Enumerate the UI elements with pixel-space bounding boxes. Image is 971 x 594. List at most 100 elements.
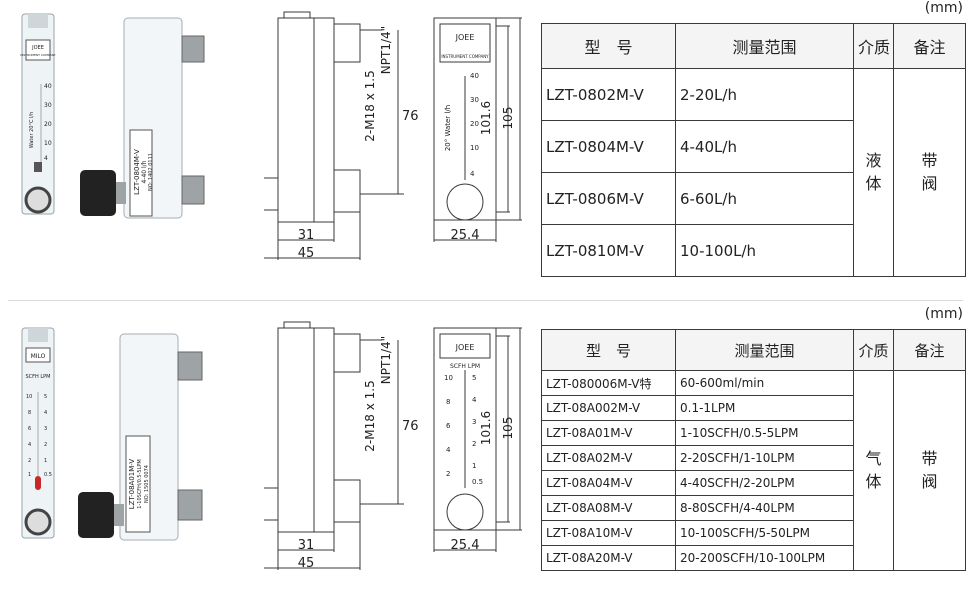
photo-tick-left: 8 (28, 410, 31, 416)
drawing-tick-left: 4 (446, 446, 451, 454)
range-cell: 10-100SCFH/5-50LPM (675, 520, 854, 546)
drawing-tick-right: 5 (472, 374, 476, 382)
header-medium: 介质 (853, 23, 894, 69)
photo-label-range: 4-40 l/h (141, 160, 148, 183)
photo-scale-title: Water 20°C l/h (29, 112, 35, 149)
model-cell: LZT-0810M-V (541, 224, 676, 277)
dim-76: 76 (402, 109, 419, 124)
dim-45: 45 (298, 246, 315, 261)
drawing-tick-right: 1 (472, 462, 476, 470)
range-cell: 4-40L/h (675, 120, 854, 173)
table-row: LZT-0806M-V 6-60L/h (541, 172, 966, 225)
photo-brand: JOEE (31, 45, 44, 51)
table-header-row: 型 号 测量范围 介质 备注 (541, 329, 966, 371)
range-cell: 6-60L/h (675, 172, 854, 225)
medium-text: 液体 (865, 151, 882, 193)
thread-label: 2-M18 x 1.5 (363, 70, 377, 141)
range-cell: 4-40SCFH/2-20LPM (675, 470, 854, 496)
range-cell: 8-80SCFH/4-40LPM (675, 495, 854, 521)
npt-label: NPT1/4" (379, 336, 393, 384)
table-row: LZT-080006M-V特 60-600ml/min 气体 带阀 (541, 370, 966, 571)
gas-spec-table: 型 号 测量范围 介质 备注 LZT-080006M-V特 60-600ml/m… (541, 329, 966, 571)
drawing-tick-left: 10 (444, 374, 453, 382)
meter-side-view: LZT-08A01M-V 1-10SCFH/0.5-5LPM NO: 1505 … (78, 333, 203, 541)
remark-cell: 带阀 (893, 370, 966, 571)
unit-label: (mm) (924, 0, 963, 16)
dim-25-4: 25.4 (451, 228, 480, 243)
table-row: LZT-0804M-V 4-40L/h (541, 120, 966, 173)
photo-tick-right: 3 (44, 426, 47, 432)
drawing-tick-left: 8 (446, 398, 450, 406)
model-cell: LZT-08A08M-V (541, 495, 676, 521)
table-row: LZT-08A08M-V 8-80SCFH/4-40LPM (541, 495, 966, 521)
drawing-maker: INSTRUMENT COMPANY (441, 54, 489, 59)
dim-25-4: 25.4 (451, 538, 480, 553)
unit-label: (mm) (924, 306, 963, 322)
drawing-brand: JOEE (455, 33, 475, 42)
table-header-row: 型 号 测量范围 介质 备注 (541, 23, 966, 69)
model-cell: LZT-08A02M-V (541, 445, 676, 471)
photo-tick-left: 2 (28, 458, 31, 464)
drawing-tick-right: 4 (472, 396, 477, 404)
model-cell: LZT-0802M-V (541, 68, 676, 121)
meter-side-view: LZT-0804M-V 4-40 l/h NO: 1402 0111 (80, 17, 205, 219)
photo-tick: 10 (44, 140, 52, 147)
photo-scale-title: SCFH LPM (25, 374, 50, 380)
model-cell: LZT-08A10M-V (541, 520, 676, 546)
drawing-tick-right: 3 (472, 418, 476, 426)
side-body-outline (277, 17, 335, 223)
meter-front-view: MILO SCFH LPM 10 8 6 4 2 1 5 4 3 2 1 0.5 (21, 327, 55, 539)
dimension-drawing: 2-M18 x 1.5 NPT1/4" 76 31 45 25.4 101.6 … (264, 321, 522, 571)
remark-text: 带阀 (921, 449, 938, 491)
photo-label-range: 1-10SCFH/0.5-5LPM (137, 459, 143, 508)
dimension-drawing: 2-M18 x 1.5 NPT1/4" 76 31 45 25.4 101.6 … (264, 11, 522, 261)
liquid-flowmeter-panel: (mm) JOEE INSTRUMENT COMPANY Water 20°C … (0, 0, 971, 296)
range-cell: 20-200SCFH/10-100LPM (675, 545, 854, 571)
model-cell: LZT-08A20M-V (541, 545, 676, 571)
photo-tick: 40 (44, 83, 52, 90)
drawing-tick-left: 2 (446, 470, 450, 478)
product-photo: JOEE INSTRUMENT COMPANY Water 20°C l/h 4… (20, 13, 205, 219)
valve-knob (78, 492, 114, 538)
medium-cell: 液体 (853, 68, 894, 277)
product-photo: MILO SCFH LPM 10 8 6 4 2 1 5 4 3 2 1 0.5… (21, 327, 203, 541)
drawing-tick: 10 (470, 144, 479, 152)
dim-101-6: 101.6 (479, 101, 493, 135)
dim-31: 31 (298, 538, 315, 553)
liquid-spec-table: 型 号 测量范围 介质 备注 LZT-0802M-V 2-20L/h 液体 带阀… (541, 23, 966, 277)
photo-tick-right: 1 (44, 458, 47, 464)
medium-text: 气体 (865, 449, 882, 491)
dim-76: 76 (402, 419, 419, 434)
range-cell: 2-20SCFH/1-10LPM (675, 445, 854, 471)
drawing-tick: 4 (470, 170, 475, 178)
table-row: LZT-0802M-V 2-20L/h 液体 带阀 (541, 68, 966, 277)
table-row: LZT-08A04M-V 4-40SCFH/2-20LPM (541, 470, 966, 496)
meter-front-view: JOEE INSTRUMENT COMPANY Water 20°C l/h 4… (20, 13, 56, 215)
remark-cell: 带阀 (893, 68, 966, 277)
photo-tick-right: 2 (44, 442, 47, 448)
photo-label-model: LZT-08A01M-V (128, 459, 136, 510)
photo-tick-left: 6 (28, 426, 31, 432)
dim-105: 105 (501, 417, 515, 440)
photo-tick-left: 4 (28, 442, 31, 448)
header-model: 型 号 (541, 23, 676, 69)
dim-31: 31 (298, 228, 315, 243)
drawing-tick-left: 6 (446, 422, 451, 430)
medium-cell: 气体 (853, 370, 894, 571)
photo-tick-right: 0.5 (44, 472, 52, 478)
drawing-scale-title: 20° Water l/h (444, 105, 452, 151)
header-remark: 备注 (893, 329, 966, 371)
model-cell: LZT-08A002M-V (541, 395, 676, 421)
table-row: LZT-08A01M-V 1-10SCFH/0.5-5LPM (541, 420, 966, 446)
section-divider (8, 300, 963, 301)
drawing-tick: 40 (470, 72, 479, 80)
photo-label-model: LZT-0804M-V (133, 149, 141, 195)
photo-brand: MILO (31, 353, 46, 360)
range-cell: 1-10SCFH/0.5-5LPM (675, 420, 854, 446)
side-body-outline (277, 327, 335, 533)
photo-tick: 30 (44, 102, 52, 109)
drawing-scale-title: SCFH LPM (450, 363, 480, 370)
photo-tick-left: 10 (26, 394, 32, 400)
table-row: LZT-08A002M-V 0.1-1LPM (541, 395, 966, 421)
remark-text: 带阀 (921, 151, 938, 193)
